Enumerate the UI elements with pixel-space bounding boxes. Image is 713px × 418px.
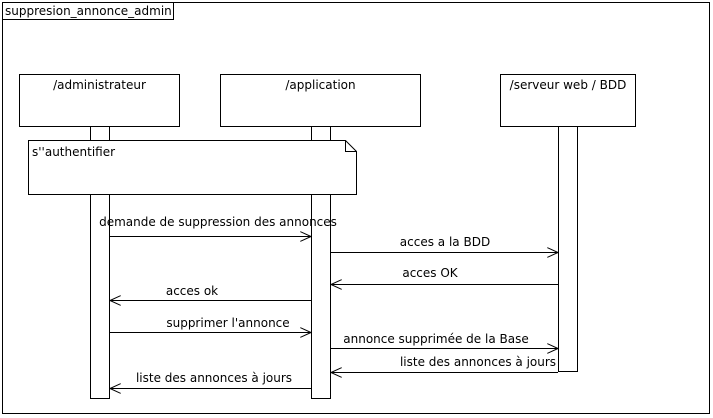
message-1: demande de suppression des annonces xyxy=(99,215,337,237)
message-label: liste des annonces à jours xyxy=(136,371,292,385)
message-6: annonce supprimée de la Base xyxy=(331,332,558,349)
activation-bar-serveur-web-bdd xyxy=(558,126,578,372)
note-text: s''authentifier xyxy=(32,145,115,159)
message-label: demande de suppression des annonces xyxy=(99,215,337,229)
message-3: acces OK xyxy=(331,266,558,285)
lifeline-label-administrateur: /administrateur xyxy=(53,78,146,92)
message-label: supprimer l'annonce xyxy=(166,316,289,330)
lifeline-head-administrateur xyxy=(19,74,180,127)
lifeline-serveur-web-bdd: /serveur web / BDD xyxy=(500,74,636,372)
lifeline-head-serveur-web-bdd xyxy=(500,74,636,127)
message-2: acces a la BDD xyxy=(331,235,558,253)
lifeline-label-application: /application xyxy=(285,78,355,92)
lifeline-label-serveur-web-bdd: /serveur web / BDD xyxy=(510,78,627,92)
message-8: liste des annonces à jours xyxy=(110,371,311,389)
frame-title-box xyxy=(2,2,174,20)
message-5: supprimer l'annonce xyxy=(110,316,311,333)
diagram-frame xyxy=(2,2,710,414)
message-label: liste des annonces à jours xyxy=(400,355,556,369)
frame-title: suppresion_annonce_admin xyxy=(5,4,172,18)
note-folded-corner xyxy=(345,140,357,152)
message-4: acces ok xyxy=(110,284,311,301)
note-shape xyxy=(28,140,357,195)
message-label: acces a la BDD xyxy=(400,235,490,249)
note-authentifier: s''authentifier xyxy=(28,140,357,195)
message-label: acces OK xyxy=(402,266,458,280)
message-7: liste des annonces à jours xyxy=(331,355,558,373)
message-label: annonce supprimée de la Base xyxy=(343,332,528,346)
message-label: acces ok xyxy=(166,284,218,298)
